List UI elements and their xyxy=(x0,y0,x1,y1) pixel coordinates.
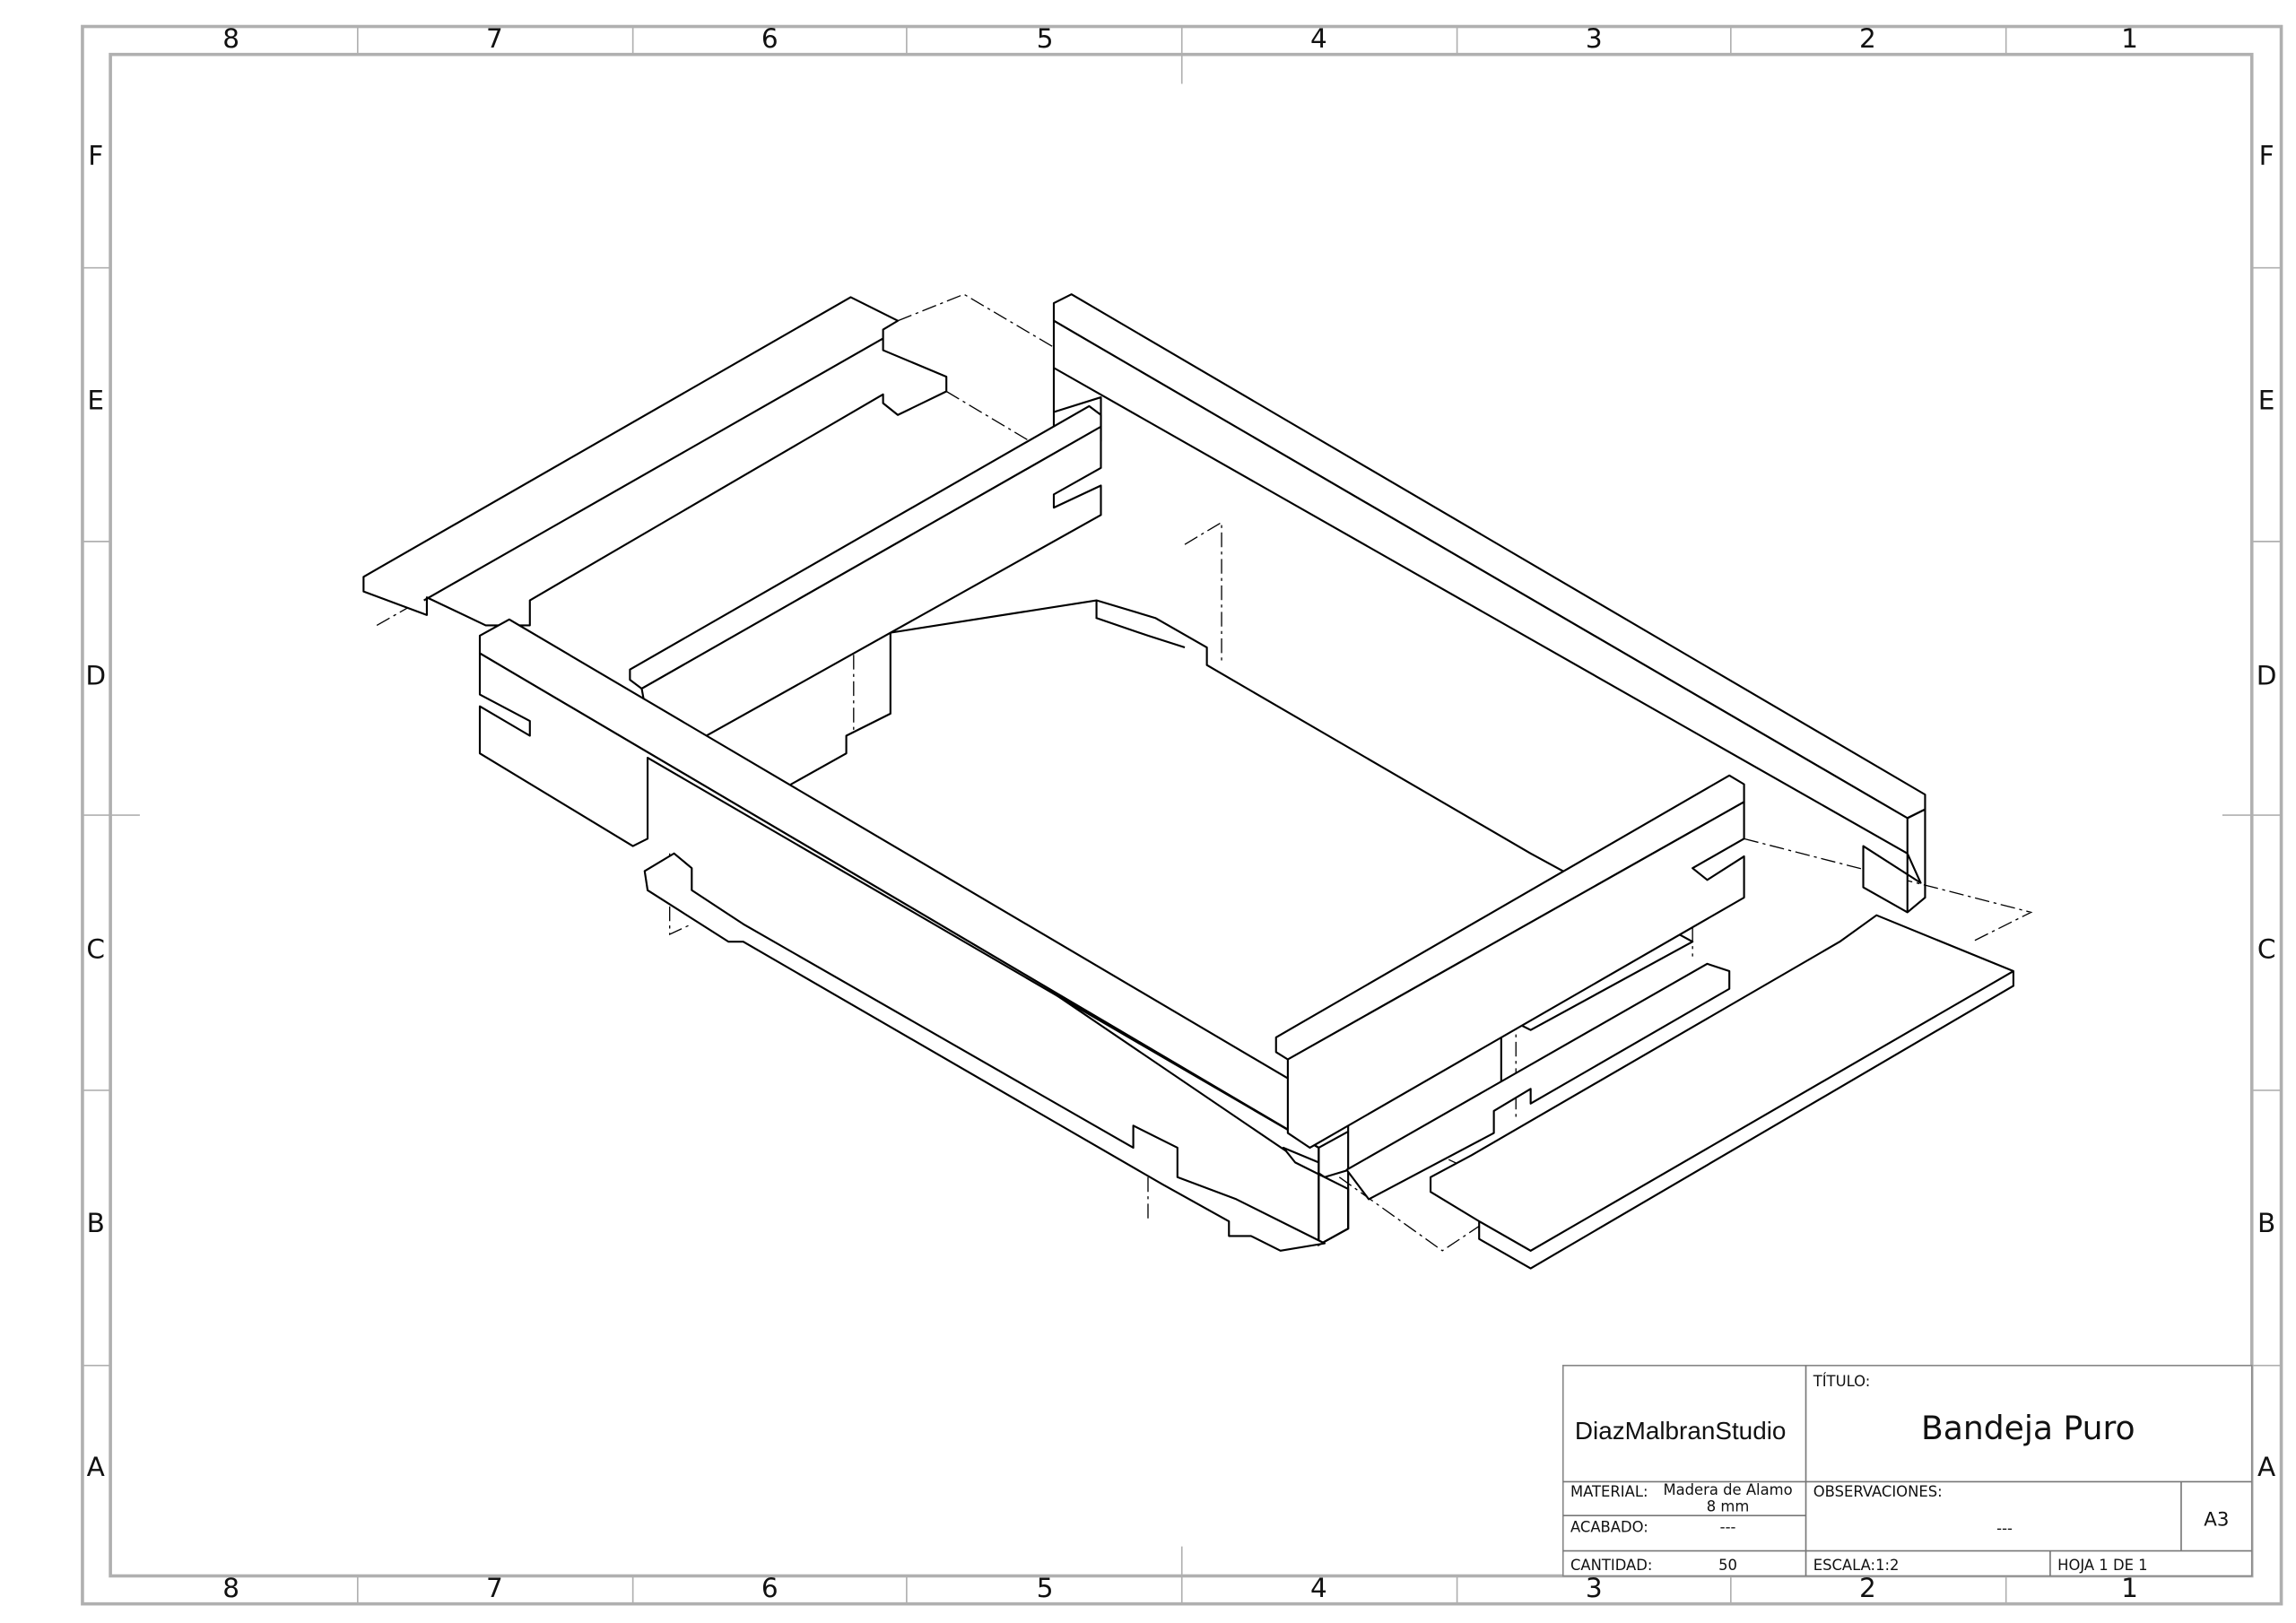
top-left-slat xyxy=(362,296,948,627)
zone-label: 2 xyxy=(1859,23,1876,54)
zone-label: E xyxy=(87,385,104,415)
zone-label: 5 xyxy=(1037,1573,1054,1603)
zone-grid xyxy=(82,26,2282,1604)
zone-label: A xyxy=(2257,1452,2275,1482)
finish-label: ACABADO: xyxy=(1570,1518,1648,1535)
zone-label: 6 xyxy=(761,23,778,54)
studio-name: DiazMalbranStudio xyxy=(1575,1417,1787,1445)
material-thickness: 8 mm xyxy=(1707,1497,1750,1515)
zone-label: 7 xyxy=(486,23,503,54)
zone-label: 7 xyxy=(486,1573,503,1603)
zone-label: 3 xyxy=(1586,1573,1603,1603)
title-label: TÍTULO: xyxy=(1813,1373,1871,1390)
zone-label: 1 xyxy=(2121,23,2138,54)
material-label: MATERIAL: xyxy=(1570,1483,1648,1500)
zone-label: E xyxy=(2258,385,2275,415)
zone-label: 5 xyxy=(1037,23,1054,54)
right-bottom-slat xyxy=(1430,914,2014,1270)
scale: ESCALA:1:2 xyxy=(1813,1557,1900,1574)
zone-labels-bottom: 8 7 6 5 4 3 2 1 xyxy=(222,1573,2138,1603)
zone-label: 8 xyxy=(222,1573,239,1603)
zone-label: D xyxy=(85,660,106,690)
zone-label: 6 xyxy=(761,1573,778,1603)
isometric-exploded-view xyxy=(362,293,2033,1270)
lower-front-slat xyxy=(643,852,1326,1252)
zone-label: 2 xyxy=(1859,1573,1876,1603)
right-short-wall-face xyxy=(1286,801,1745,1150)
quantity-label: CANTIDAD: xyxy=(1570,1557,1652,1574)
zone-label: 4 xyxy=(1310,1573,1327,1603)
title-block: TÍTULO: DiazMalbranStudio Bandeja Puro M… xyxy=(1561,1365,2253,1577)
zone-labels-left: F E D C B A xyxy=(85,141,106,1482)
zone-label: 4 xyxy=(1310,23,1327,54)
zone-labels-right: F E D C B A xyxy=(2257,141,2277,1482)
zone-label: A xyxy=(87,1452,105,1482)
material-value: Madera de Alamo xyxy=(1663,1481,1792,1498)
observations-value: --- xyxy=(1996,1520,2013,1537)
sheet-number: HOJA 1 DE 1 xyxy=(2057,1557,2147,1574)
lower-right-slat xyxy=(1345,962,1731,1201)
zone-label: C xyxy=(86,934,105,965)
observations-label: OBSERVACIONES: xyxy=(1813,1483,1943,1500)
zone-label: 3 xyxy=(1586,23,1603,54)
zone-label: F xyxy=(88,141,103,171)
zone-label: F xyxy=(2259,141,2274,171)
zone-label: C xyxy=(2257,934,2276,965)
zone-label: B xyxy=(87,1208,105,1238)
sheet-size: A3 xyxy=(2204,1509,2229,1532)
zone-label: D xyxy=(2257,660,2277,690)
zone-label: B xyxy=(2257,1208,2275,1238)
zone-labels-top: 8 7 6 5 4 3 2 1 xyxy=(222,23,2138,54)
finish-value: --- xyxy=(1720,1518,1736,1535)
zone-label: 8 xyxy=(222,23,239,54)
drawing-title: Bandeja Puro xyxy=(1921,1409,2135,1447)
zone-label: 1 xyxy=(2121,1573,2138,1603)
quantity-value: 50 xyxy=(1718,1557,1737,1574)
